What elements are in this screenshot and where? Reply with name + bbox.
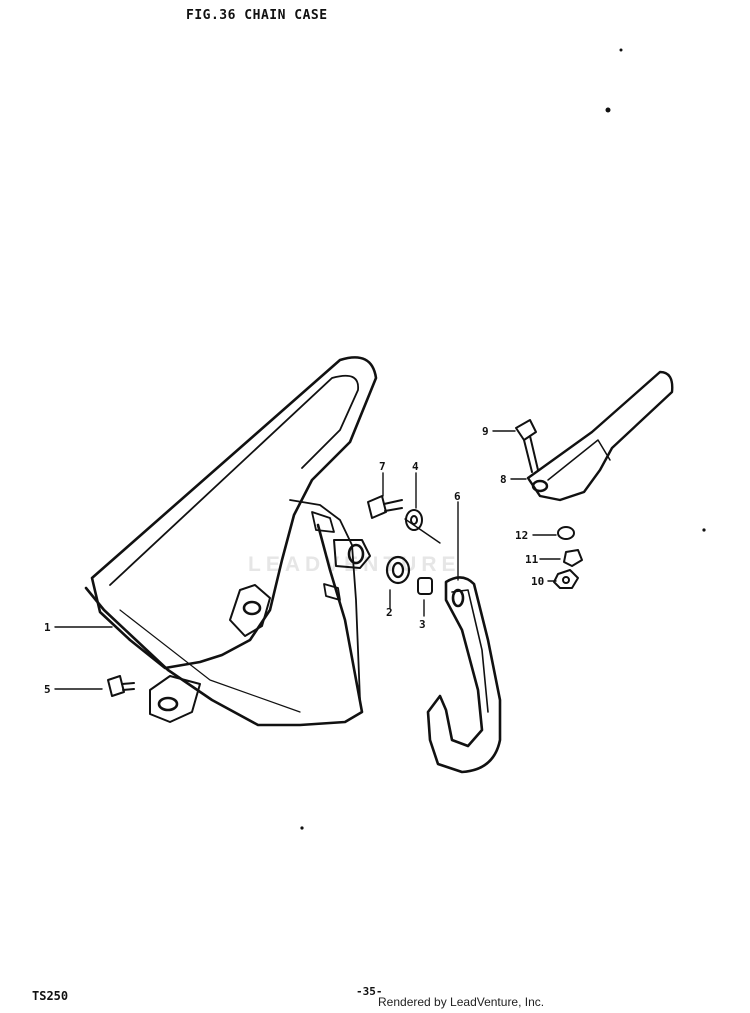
part-bolt-7 — [367, 495, 403, 519]
callout-1: 1 — [44, 621, 51, 634]
callout-8: 8 — [500, 473, 507, 486]
part-collar-2 — [385, 555, 411, 585]
part-spacer-3 — [417, 577, 433, 595]
part-chain-case — [84, 356, 378, 727]
rendered-by-credit: Rendered by LeadVenture, Inc. — [378, 995, 545, 1009]
part-bolt-5 — [107, 675, 135, 697]
callout-4: 4 — [412, 460, 419, 473]
part-washer-4 — [405, 509, 423, 531]
part-rear-bracket-8 — [526, 370, 674, 502]
scan-specks — [300, 48, 706, 830]
callout-7: 7 — [379, 460, 386, 473]
callout-12: 12 — [515, 529, 528, 542]
page-number: -35- — [356, 985, 383, 998]
leader-lines — [54, 430, 561, 690]
part-bolt-9 — [515, 419, 539, 473]
callout-11: 11 — [525, 553, 539, 566]
part-nut-10 — [553, 569, 579, 589]
model-code: TS250 — [32, 989, 69, 1003]
part-chain-guard — [426, 576, 502, 774]
callout-6: 6 — [454, 490, 461, 503]
part-nut-11 — [563, 549, 583, 567]
callout-10: 10 — [531, 575, 544, 588]
figure-title: FIG.36 CHAIN CASE — [186, 8, 328, 23]
callout-9: 9 — [482, 425, 489, 438]
part-washer-12 — [557, 526, 575, 540]
callout-5: 5 — [44, 683, 51, 696]
callout-3: 3 — [419, 618, 426, 631]
callout-2: 2 — [386, 606, 393, 619]
